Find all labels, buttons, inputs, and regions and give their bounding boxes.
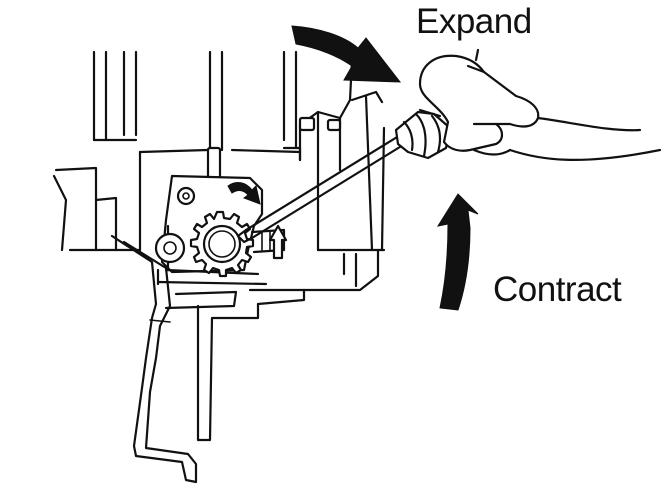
expand-label: Expand — [416, 2, 532, 41]
star-wheel-gear — [189, 210, 255, 278]
rotation-arrows — [227, 182, 288, 260]
contract-label: Contract — [493, 270, 622, 309]
contract-arrow-icon — [436, 193, 479, 311]
backing-plate — [52, 50, 386, 292]
hand-icon — [418, 48, 662, 161]
expand-arrow-icon — [291, 25, 402, 83]
adjusting-lever — [110, 234, 306, 484]
screwdriver-icon — [236, 110, 452, 244]
